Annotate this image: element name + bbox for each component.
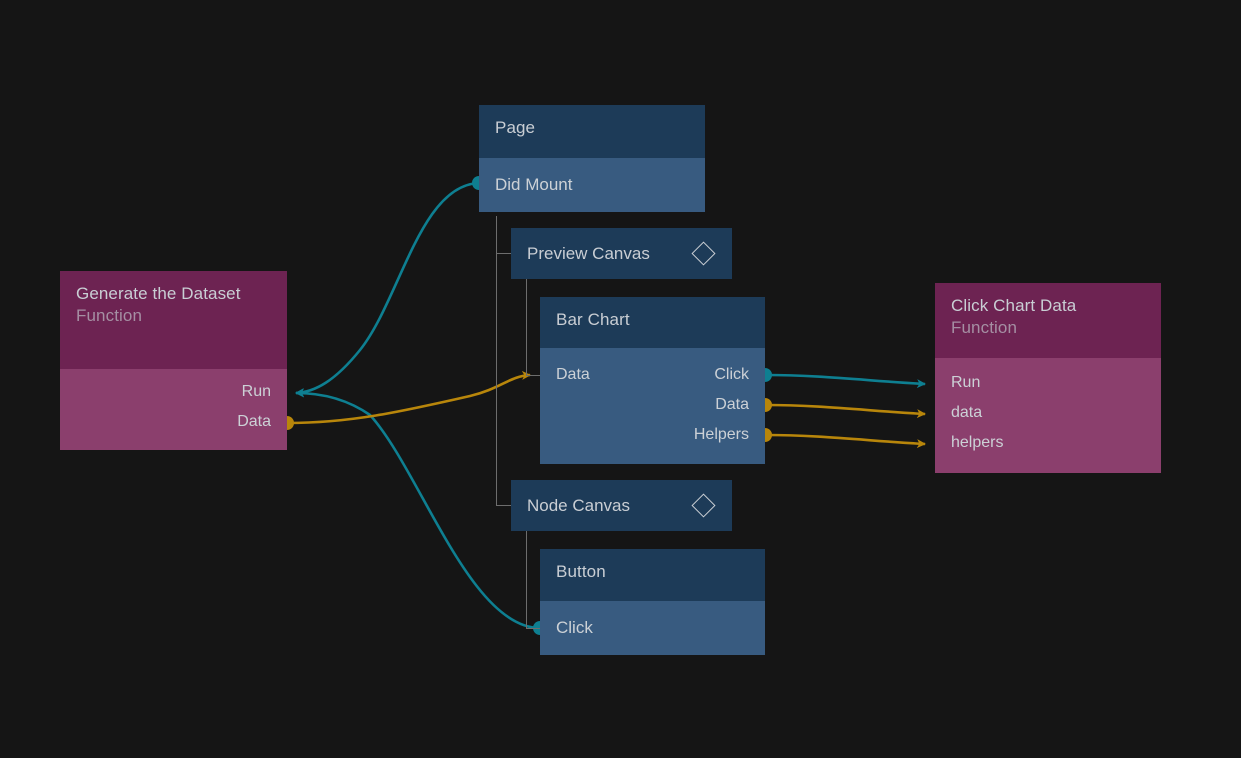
node-click-chart-data[interactable]: Click Chart Data Function Run data helpe… <box>935 283 1161 473</box>
port-label-click-chart-data-data: data <box>951 404 983 421</box>
node-node-canvas[interactable]: Node Canvas <box>511 480 732 531</box>
node-header-page: Page <box>479 105 705 158</box>
port-label-bar-chart-helpers-out: Helpers <box>693 426 749 443</box>
edge-barchart-helpers-to-clickchart-helpers <box>765 433 926 449</box>
port-click-chart-data-data[interactable]: data <box>935 398 1161 428</box>
tree-branch-preview-canvas <box>526 278 527 376</box>
edge-barchart-click-to-clickchart-run <box>765 373 926 389</box>
node-button[interactable]: Button Click <box>540 549 765 655</box>
node-title-node-canvas: Node Canvas <box>527 495 631 515</box>
node-title-button: Button <box>556 562 606 581</box>
port-bar-chart-data-out[interactable]: Data <box>540 390 765 420</box>
node-preview-canvas[interactable]: Preview Canvas <box>511 228 732 279</box>
tree-branch-node-canvas <box>526 530 527 629</box>
port-generate-run[interactable]: Run <box>60 377 287 407</box>
node-generate-the-dataset[interactable]: Generate the Dataset Function Run Data <box>60 271 287 450</box>
port-click-chart-data-run[interactable]: Run <box>935 368 1161 398</box>
node-title-preview-canvas: Preview Canvas <box>527 243 650 263</box>
tree-tick-preview-canvas <box>496 253 512 254</box>
port-click-chart-data-helpers[interactable]: helpers <box>935 428 1161 458</box>
node-title-bar-chart: Bar Chart <box>556 310 630 329</box>
edge-page-didmount-to-generate-run <box>295 181 480 398</box>
node-header-button: Button <box>540 549 765 601</box>
edge-generate-data-to-barchart-data <box>286 370 531 425</box>
port-label-click-chart-data-helpers: helpers <box>951 434 1004 451</box>
port-label-bar-chart-click-out: Click <box>714 366 749 383</box>
diamond-icon[interactable] <box>691 241 716 266</box>
node-body-bar-chart: Data Click Data Helpers <box>540 348 765 464</box>
diamond-icon[interactable] <box>691 493 716 518</box>
node-header-click-chart-data: Click Chart Data Function <box>935 283 1161 358</box>
port-label-bar-chart-data-in: Data <box>556 366 590 383</box>
node-title-click-chart-data: Click Chart Data <box>951 296 1077 315</box>
port-label-click-chart-data-run: Run <box>951 374 981 391</box>
port-bar-chart-data-in[interactable]: Data <box>540 360 765 390</box>
edge-button-click-to-generate-run <box>295 388 541 630</box>
port-label-page-did-mount: Did Mount <box>495 175 573 194</box>
node-body-button: Click <box>540 601 765 655</box>
port-button-click[interactable]: Click <box>540 601 765 655</box>
node-bar-chart[interactable]: Bar Chart Data Click Data Helpers <box>540 297 765 464</box>
port-generate-data[interactable]: Data <box>60 407 287 437</box>
port-label-bar-chart-data-out: Data <box>715 396 749 413</box>
edge-barchart-data-to-clickchart-data <box>765 403 926 419</box>
port-label-button-click: Click <box>556 618 593 637</box>
tree-tick-bar-chart <box>526 375 540 376</box>
port-bar-chart-helpers-out[interactable]: Helpers <box>540 420 765 450</box>
node-title-generate-the-dataset: Generate the Dataset <box>76 284 241 303</box>
tree-trunk-page <box>496 216 497 506</box>
node-subtitle-click-chart-data: Function <box>951 318 1018 337</box>
port-label-generate-data: Data <box>237 413 271 430</box>
tree-tick-node-canvas <box>496 505 512 506</box>
port-page-did-mount[interactable]: Did Mount <box>479 158 705 212</box>
node-body-generate-the-dataset: Run Data <box>60 369 287 450</box>
node-title-page: Page <box>495 118 536 137</box>
node-body-page: Did Mount <box>479 158 705 212</box>
port-bar-chart-click-out[interactable]: Click <box>540 360 765 390</box>
node-body-click-chart-data: Run data helpers <box>935 358 1161 473</box>
node-page[interactable]: Page Did Mount <box>479 105 705 212</box>
node-subtitle-generate-the-dataset: Function <box>76 306 143 325</box>
port-label-generate-run: Run <box>241 383 271 400</box>
node-header-generate-the-dataset: Generate the Dataset Function <box>60 271 287 369</box>
tree-tick-button <box>526 628 540 629</box>
node-header-bar-chart: Bar Chart <box>540 297 765 348</box>
